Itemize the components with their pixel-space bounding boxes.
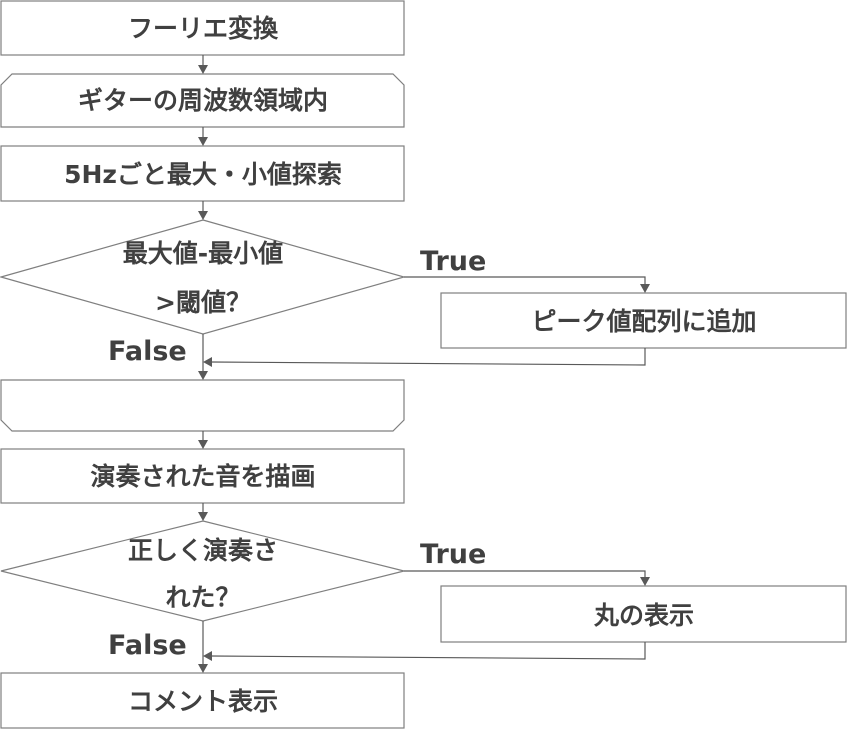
node-add-peak-label: ピーク値配列に追加	[531, 307, 756, 336]
arrowhead	[198, 65, 208, 74]
branch-false-label-1: False	[108, 336, 187, 367]
arrowhead	[203, 357, 212, 367]
node-comment-label: コメント表示	[128, 687, 278, 716]
node-fourier-box	[0, 0, 405, 56]
edge-circle-merge	[210, 642, 646, 660]
branch-true-label-2: True	[420, 539, 486, 570]
decision-threshold-label-line1: 最大値-最小値	[123, 239, 283, 268]
branch-false-label-2: False	[108, 630, 187, 661]
arrowhead	[198, 664, 208, 673]
node-blank-box	[0, 379, 405, 432]
decision-threshold-label-line2: >閾値？	[155, 288, 251, 317]
node-guitar-range-box	[0, 73, 405, 128]
node-comment-box	[0, 672, 405, 729]
edge-decision1-true	[404, 276, 646, 285]
node-search-label: 5Hzごと最大・小値探索	[64, 160, 342, 189]
arrowhead	[640, 284, 650, 293]
node-circle-label: 丸の表示	[593, 601, 694, 630]
edge-add-peak-merge	[210, 348, 646, 366]
branch-true-label-1: True	[420, 246, 486, 277]
decision-correct-label-line2: れた？	[165, 583, 240, 612]
node-circle-box	[440, 585, 847, 643]
arrowhead	[198, 371, 208, 380]
arrowhead	[203, 651, 212, 661]
node-fourier-label: フーリエ変換	[128, 14, 279, 43]
edge-decision2-true	[404, 570, 646, 578]
arrowhead	[198, 440, 208, 449]
arrowhead	[198, 137, 208, 146]
arrowhead	[198, 211, 208, 220]
arrowhead	[198, 512, 208, 521]
node-draw-notes-label: 演奏された音を描画	[90, 462, 315, 491]
node-add-peak-box	[440, 292, 847, 349]
arrowhead	[640, 577, 650, 586]
decision-correct-label-line1: 正しく演奏さ	[128, 536, 278, 565]
node-guitar-range-label: ギターの周波数領域内	[78, 86, 328, 115]
